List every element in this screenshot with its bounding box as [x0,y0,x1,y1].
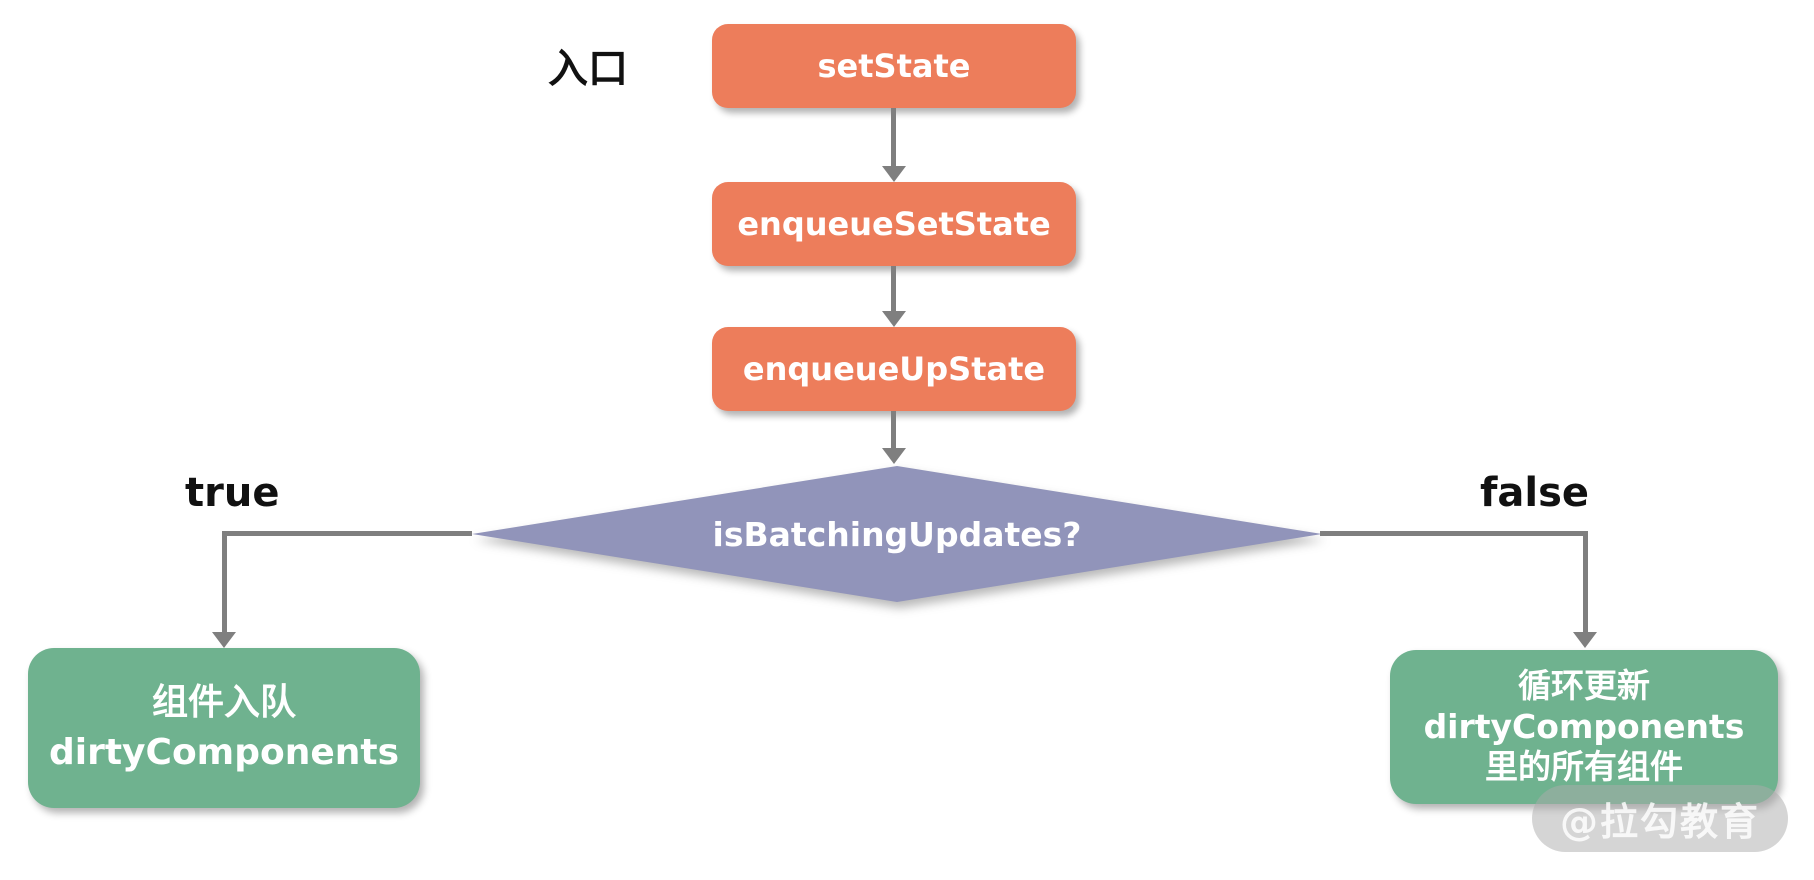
true-branch-vertical-line [222,531,227,632]
process-node-enqueueupstate: enqueueUpState [712,327,1076,411]
true-branch-horizontal-line [222,531,472,536]
false-branch-label: false [1480,470,1590,516]
watermark-badge: @拉勾教育 [1532,785,1788,852]
process-node-setstate: setState [712,24,1076,108]
result-line: 组件入队 [151,682,296,724]
arrow-shaft-2 [891,266,896,311]
result-line: 循环更新 [1518,665,1650,705]
false-branch-vertical-line [1583,531,1588,632]
arrow-shaft-3 [891,411,896,448]
arrow-head-1 [882,166,906,182]
arrow-shaft-1 [891,108,896,166]
true-branch-label: true [185,470,280,516]
arrow-head-3 [882,448,906,464]
decision-diamond [472,466,1322,602]
false-branch-horizontal-line [1320,531,1588,536]
result-node-dirtycomponents-enqueue: 组件入队 dirtyComponents [28,648,420,808]
result-line: dirtyComponents [1423,706,1745,746]
result-line: dirtyComponents [48,732,399,773]
arrow-head-2 [882,311,906,327]
result-line: 里的所有组件 [1485,747,1683,787]
entry-label: 入口 [548,46,628,92]
process-node-enqueuesetstate: enqueueSetState [712,182,1076,266]
result-node-loop-update: 循环更新 dirtyComponents 里的所有组件 [1390,650,1778,804]
true-branch-arrow-head [212,632,236,648]
false-branch-arrow-head [1573,632,1597,648]
